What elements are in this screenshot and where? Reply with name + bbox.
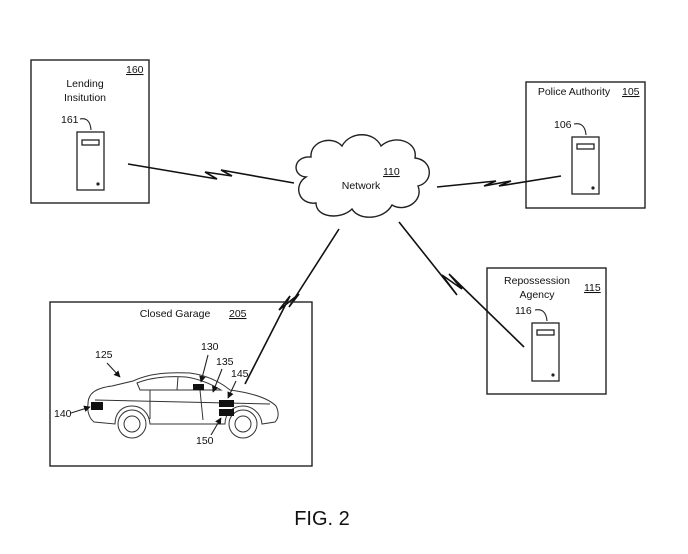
lending-server-ref: 161	[61, 114, 79, 126]
lending-institution-name-line1: Lending	[66, 78, 104, 90]
network-ref: 110	[383, 166, 400, 178]
police-authority-name: Police Authority	[538, 86, 611, 98]
repossession-agency-box	[486, 267, 607, 395]
vehicle-ref-140-arrow	[70, 405, 91, 414]
closed-garage-name: Closed Garage	[140, 308, 211, 320]
repossession-agency-node: Repossession Agency 115 116	[486, 267, 607, 395]
closed-garage-box	[49, 301, 313, 467]
police-authority-box	[525, 81, 646, 209]
vehicle-ref-125-arrow	[106, 362, 121, 378]
vehicle-ref-125: 125	[95, 349, 113, 361]
repo-server-icon	[531, 322, 560, 382]
link-network-garage	[244, 228, 340, 385]
repo-server-ref: 116	[515, 305, 532, 317]
lending-institution-node: Lending Insitution 160 161	[30, 59, 150, 204]
police-authority-ref: 105	[622, 86, 640, 98]
lending-server-icon	[76, 131, 105, 191]
network-node: Network 110	[295, 134, 430, 218]
police-server-icon	[571, 136, 600, 195]
lending-institution-ref: 160	[126, 64, 144, 76]
police-authority-node: Police Authority 105 106	[525, 81, 646, 209]
vehicle-ref-150: 150	[196, 435, 214, 447]
vehicle-ref-145-arrow	[227, 380, 237, 399]
network-cloud-icon	[295, 134, 430, 218]
network-name: Network	[342, 180, 381, 192]
vehicle-ref-135-arrow	[212, 368, 223, 393]
repo-server-leader	[534, 309, 548, 322]
lending-institution-name-line2: Insitution	[64, 92, 106, 104]
repossession-agency-name-line1: Repossession	[504, 275, 570, 287]
vehicle-ref-130: 130	[201, 341, 219, 353]
repossession-agency-name-line2: Agency	[519, 289, 555, 301]
police-server-leader	[573, 123, 587, 136]
link-lending-network	[127, 163, 295, 184]
vehicle-ref-140: 140	[54, 408, 72, 420]
vehicle-ref-130-arrow	[199, 354, 209, 383]
lending-server-leader	[79, 118, 92, 131]
vehicle-ref-135: 135	[216, 356, 234, 368]
lending-institution-box	[30, 59, 150, 204]
closed-garage-ref: 205	[229, 308, 247, 320]
police-server-ref: 106	[554, 119, 572, 131]
link-network-police	[436, 175, 562, 188]
link-network-repo	[398, 221, 525, 348]
repossession-agency-ref: 115	[584, 282, 601, 294]
figure-label: FIG. 2	[294, 508, 350, 530]
vehicle-ref-145: 145	[231, 368, 249, 380]
closed-garage-node: Closed Garage 205 125 130 135 145	[49, 301, 313, 467]
vehicle-ref-150-arrow	[210, 417, 222, 436]
vehicle-icon	[87, 372, 279, 439]
